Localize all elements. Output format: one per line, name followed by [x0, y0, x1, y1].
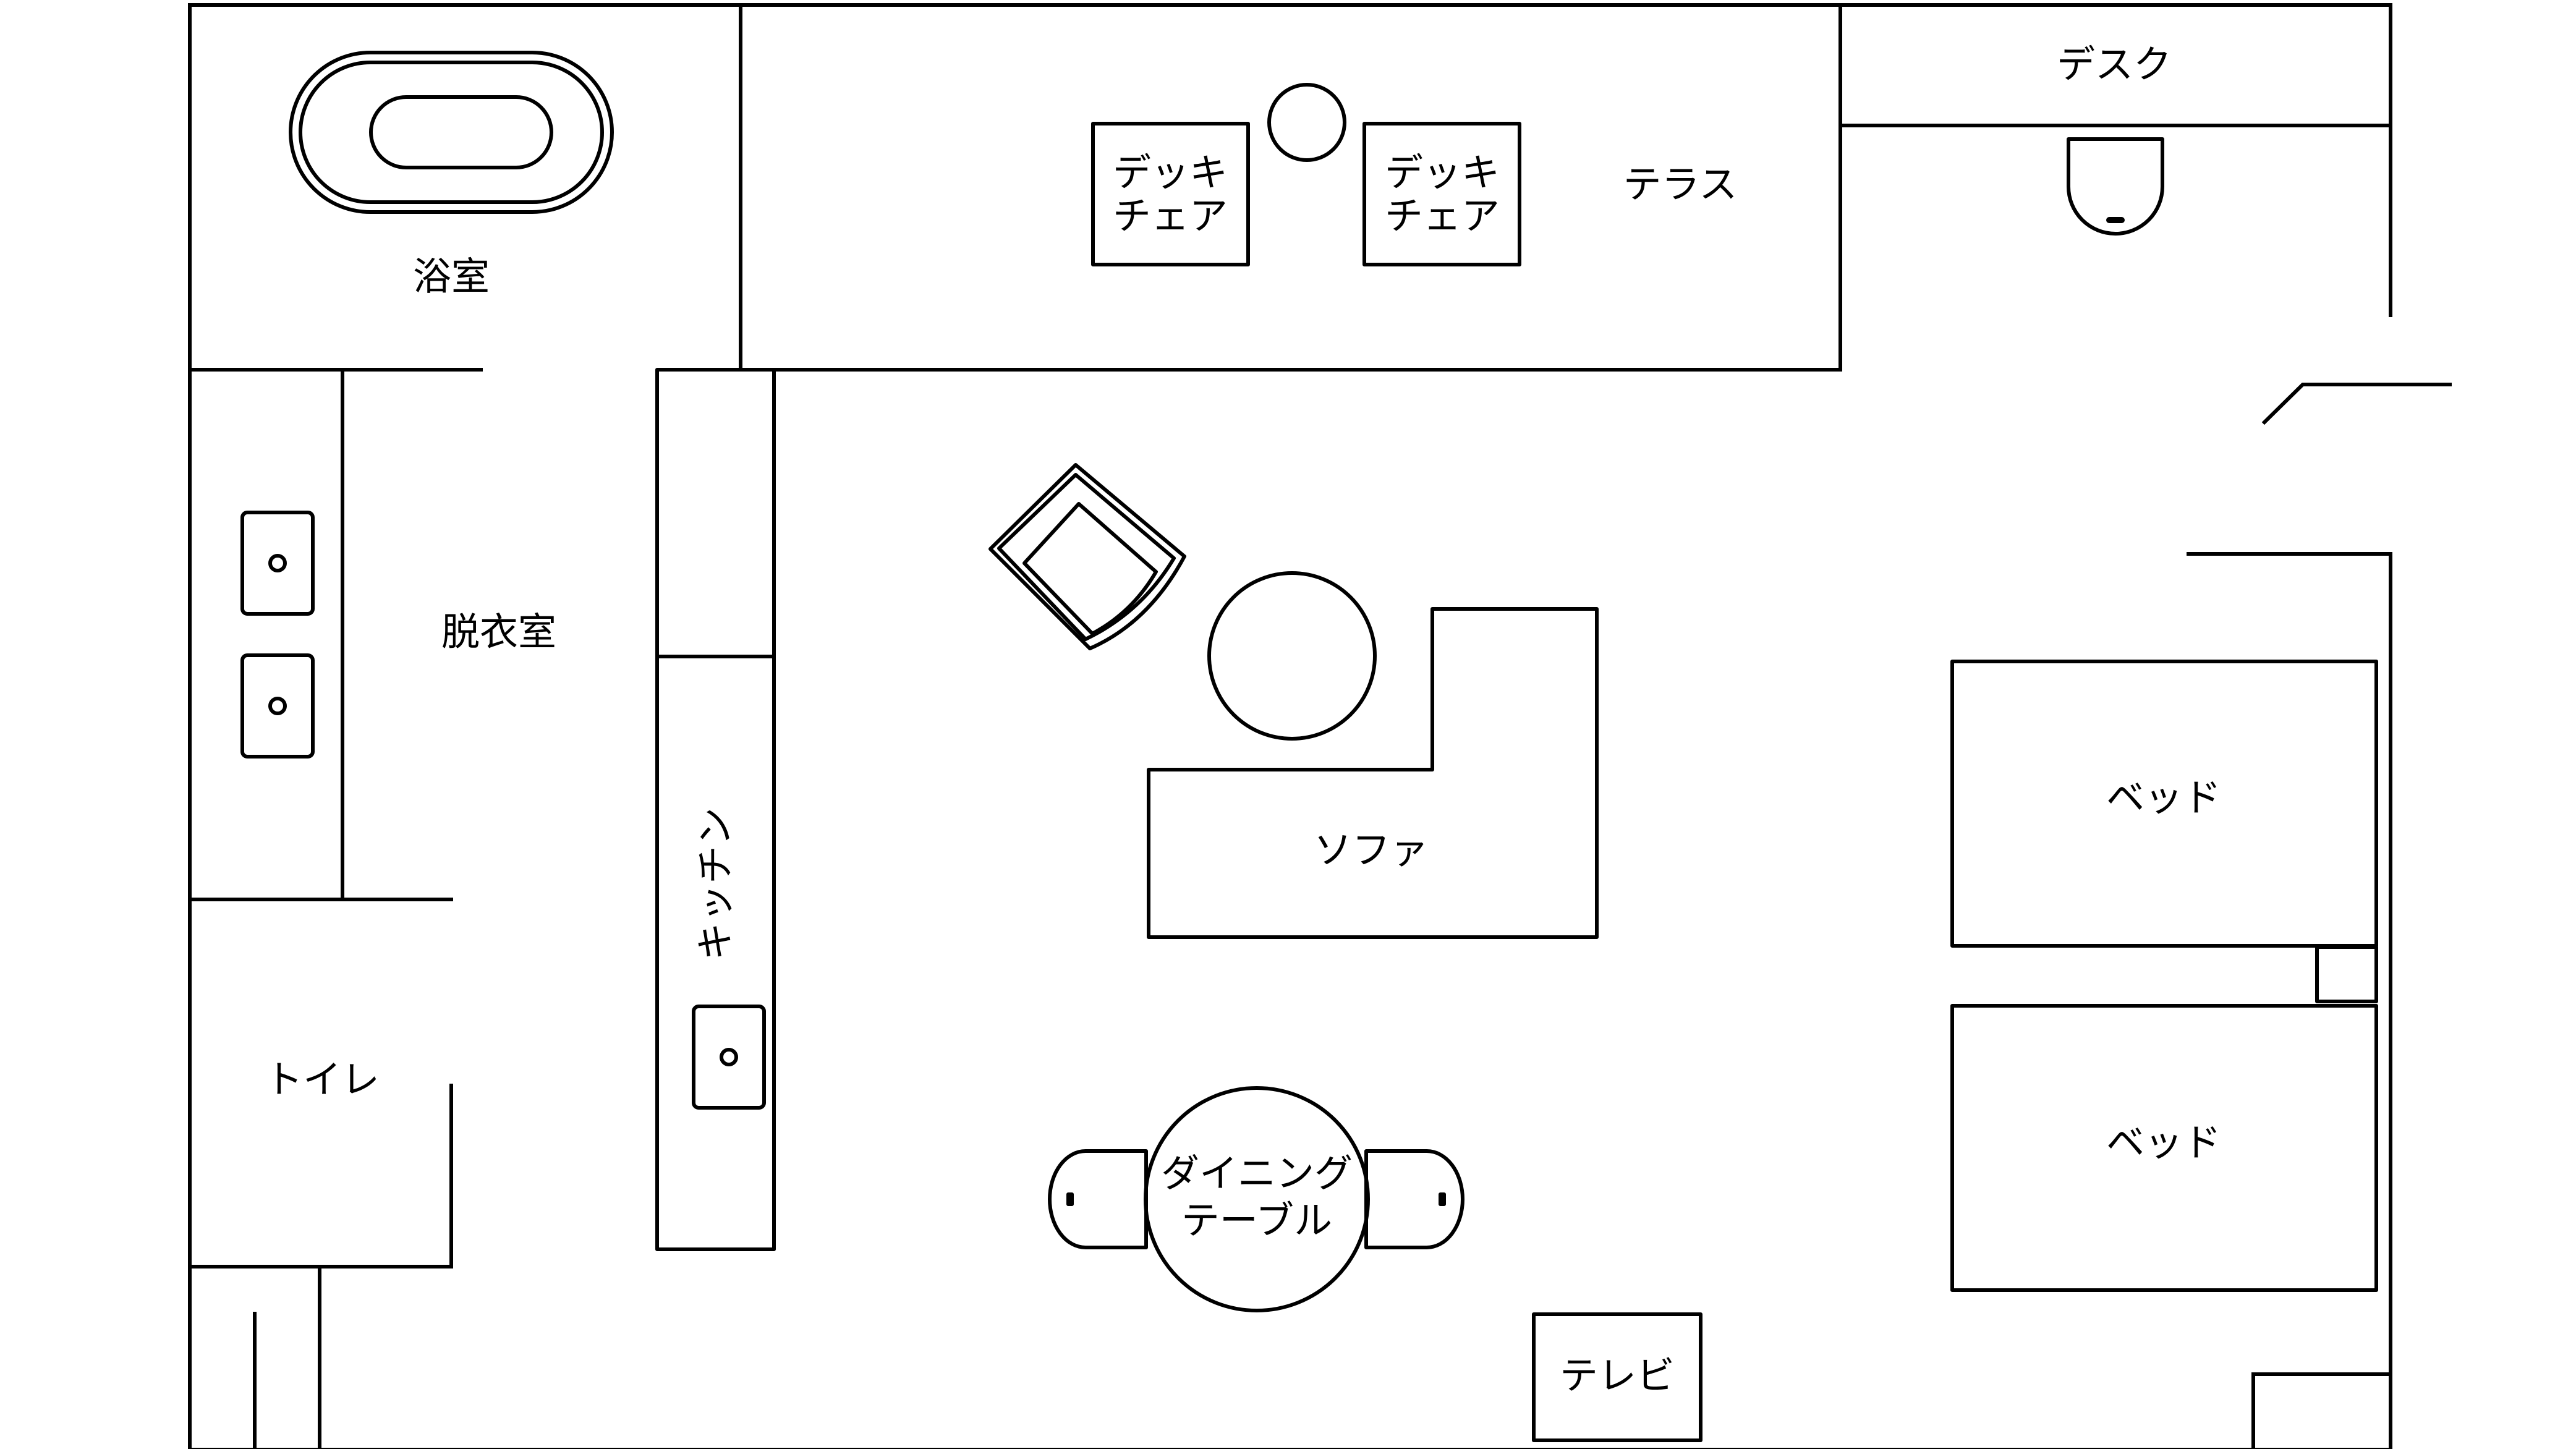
- room-label-desk: デスク: [2057, 42, 2172, 87]
- room-label-toilet: トイレ: [265, 1057, 380, 1102]
- deck-chair-label: チェア: [1385, 193, 1500, 239]
- dining-chair-right: [1364, 1149, 1464, 1249]
- bathtub: [289, 51, 614, 214]
- bed-bottom: ベッド: [1950, 1004, 2378, 1292]
- room-label-dressing-room: 脱衣室: [441, 610, 556, 655]
- sofa-label: ソファ: [1314, 828, 1429, 873]
- kitchen-counter: [655, 368, 776, 1251]
- dining-chair-left: [1048, 1149, 1148, 1249]
- coffee-table: [1207, 571, 1377, 741]
- bed-label: ベッド: [2106, 775, 2221, 820]
- room-label-kitchen: キッチン: [693, 807, 738, 961]
- tv-label: テレビ: [1560, 1353, 1675, 1398]
- washbasin-top: [240, 511, 315, 616]
- deck-chair-label: デッキ: [1113, 150, 1228, 195]
- dining-chair-left-back: [1066, 1192, 1074, 1206]
- deck-chair-label: チェア: [1113, 193, 1228, 239]
- terrace-side-table: [1267, 83, 1346, 162]
- deck-chair-label: デッキ: [1385, 150, 1500, 195]
- room-label-terrace: テラス: [1623, 162, 1738, 207]
- dining-table-label: テーブル: [1181, 1198, 1332, 1243]
- bed-top: ベッド: [1950, 660, 2378, 948]
- dining-table-label: ダイニング: [1161, 1151, 1353, 1196]
- room-label-bathroom: 浴室: [413, 254, 490, 299]
- lounge-armchair: [988, 463, 1186, 650]
- dining-table: [1144, 1086, 1370, 1312]
- bed-label: ベッド: [2106, 1120, 2221, 1165]
- tv-stand: [1532, 1312, 1702, 1442]
- deck-chair-right: デッキ チェア: [1362, 122, 1521, 266]
- deck-chair-left: デッキ チェア: [1091, 122, 1250, 266]
- desk-toilet-fixture: [2067, 137, 2164, 236]
- washbasin-bottom: [240, 653, 315, 758]
- walls: [188, 3, 2452, 1449]
- sofa: [1147, 607, 1599, 939]
- bedside-table: [2315, 945, 2378, 1003]
- dining-chair-right-back: [1439, 1192, 1446, 1206]
- desk-toilet-flush: [2106, 217, 2125, 223]
